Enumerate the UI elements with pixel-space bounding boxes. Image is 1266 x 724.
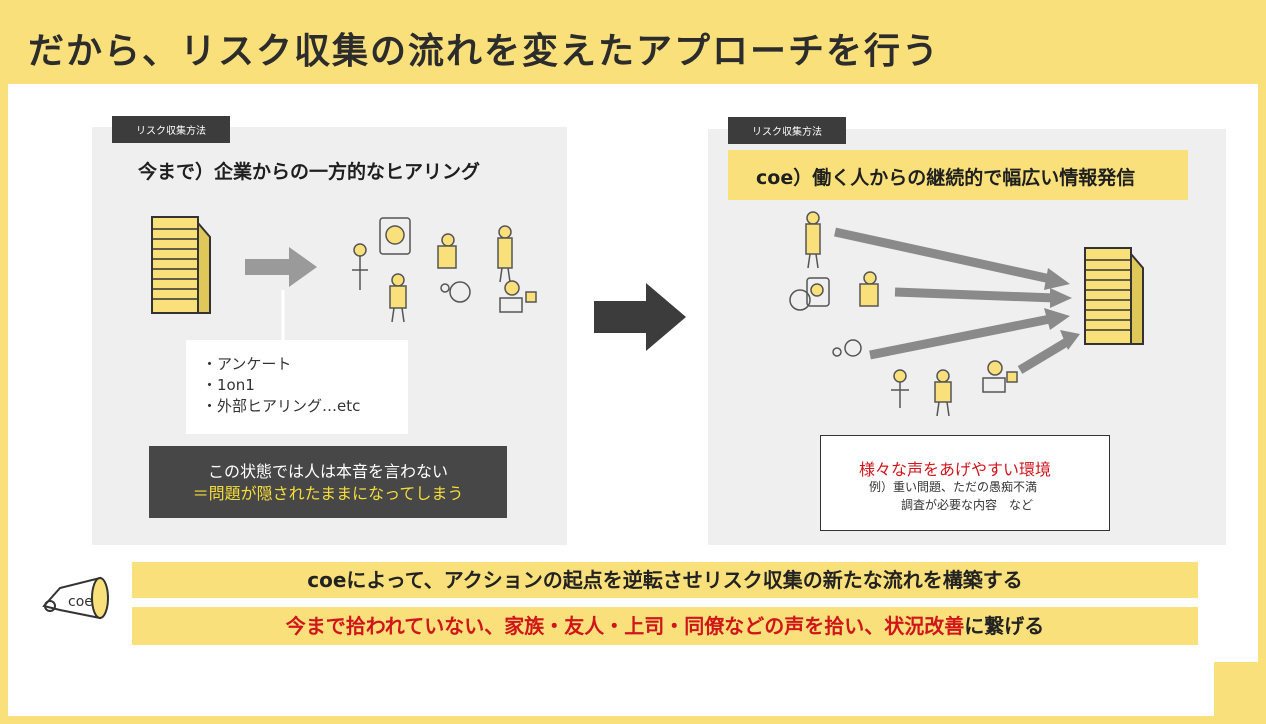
list-item: ・アンケート: [202, 355, 292, 373]
arrow-right-icon: [245, 247, 317, 287]
right-panel-tag: リスク収集方法: [728, 117, 846, 144]
voice-box-title: 様々な声をあげやすい環境: [859, 460, 1052, 479]
banner-secondary-red-1: 今まで拾われていない、家族・友人・上司・同僚などの声を拾い、: [285, 614, 885, 638]
warning-line2: ＝問題が隠されたままになってしまう: [192, 484, 464, 503]
big-arrow-right-icon: [594, 283, 686, 351]
people-illustration: [352, 217, 537, 323]
banner-secondary: 今まで拾われていない、家族・友人・上司・同僚などの声を拾い、状況改善に繋げる: [132, 607, 1198, 645]
banner-primary: coeによって、アクションの起点を逆転させリスク収集の新たな流れを構築する: [132, 562, 1198, 598]
list-item: ・1on1: [202, 376, 255, 394]
method-list-box: ・アンケート ・1on1 ・外部ヒアリング…etc: [186, 340, 408, 434]
banner-secondary-red-2: 状況改善: [884, 614, 965, 638]
voice-box-line2: 調査が必要な内容 など: [901, 498, 1034, 512]
logo-text: coe: [68, 594, 93, 610]
banner-primary-text: coeによって、アクションの起点を逆転させリスク収集の新たな流れを構築する: [307, 568, 1023, 592]
banner-secondary-black: に繋げる: [964, 614, 1045, 638]
converging-arrows: [834, 227, 1080, 374]
left-panel-heading: 今まで）企業からの一方的なヒアリング: [138, 161, 481, 183]
right-panel-heading: coe）働く人からの継続的で幅広い情報発信: [756, 167, 1136, 189]
connector-line: [281, 290, 285, 346]
voice-box-line1: 例）重い問題、ただの愚痴不満: [869, 480, 1038, 494]
right-heading-box: [728, 150, 1188, 200]
bottom-strip: [8, 664, 1214, 716]
people-illustration: [789, 211, 1018, 417]
building-icon: [1084, 247, 1144, 345]
warning-line1: この状態では人は本音を言わない: [207, 462, 448, 481]
list-item: ・外部ヒアリング…etc: [202, 397, 361, 415]
building-icon: [151, 216, 211, 314]
left-panel-tag: リスク収集方法: [112, 116, 230, 143]
warning-box: この状態では人は本音を言わない ＝問題が隠されたままになってしまう: [149, 446, 507, 518]
page-title: だから、リスク収集の流れを変えたアプローチを行う: [28, 31, 941, 72]
voice-environment-box: 様々な声をあげやすい環境 例）重い問題、ただの愚痴不満 調査が必要な内容 など: [820, 435, 1110, 531]
corner-accent: [1214, 662, 1266, 724]
coe-megaphone-logo-icon: coe: [42, 576, 109, 620]
